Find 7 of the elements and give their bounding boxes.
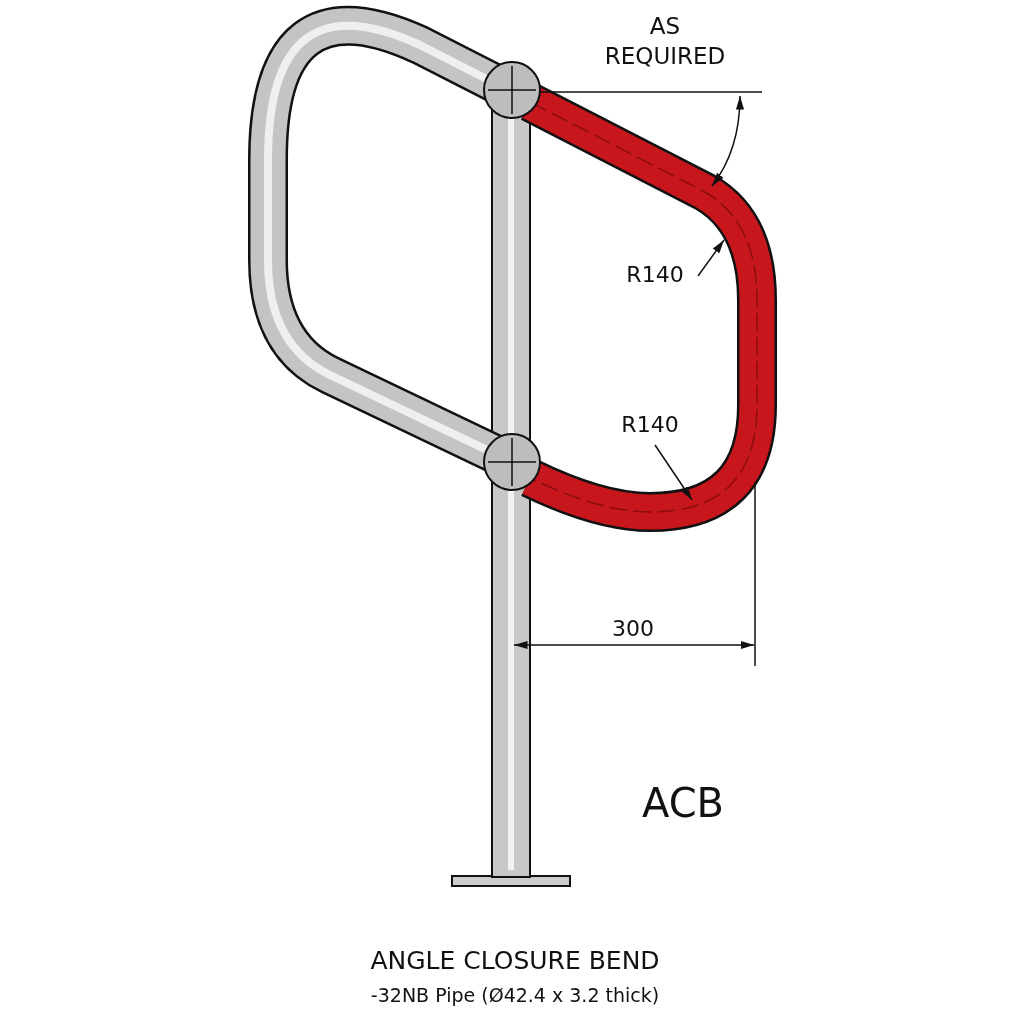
- pipe-specification: -32NB Pipe (Ø42.4 x 3.2 thick): [370, 984, 660, 1006]
- radius-label: R140: [621, 412, 679, 437]
- dimension-label: AS REQUIRED: [603, 12, 727, 71]
- part-code: ACB: [642, 780, 724, 826]
- dimension-label: 300: [612, 616, 654, 641]
- drawing-caption: ANGLE CLOSURE BEND: [370, 946, 660, 975]
- radius-label: R140: [626, 262, 684, 287]
